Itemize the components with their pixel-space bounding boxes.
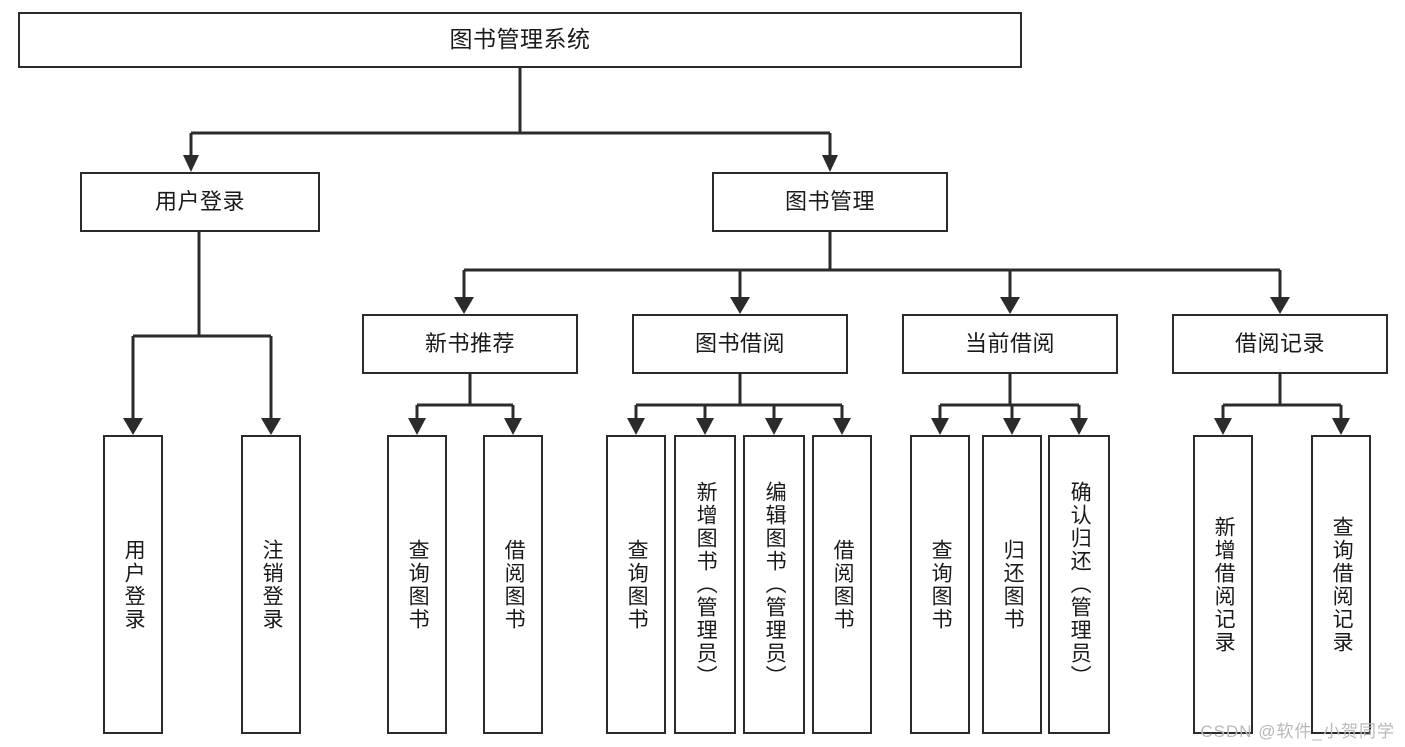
node-root[interactable]: 图书管理系统 xyxy=(18,12,1022,68)
leaf-label: 确认归还（管理员） xyxy=(1068,481,1092,688)
leaf-borrow-book-recommend[interactable]: 借阅图书 xyxy=(483,435,543,734)
leaf-confirm-return-admin[interactable]: 确认归还（管理员） xyxy=(1048,435,1110,734)
leaf-return-book[interactable]: 归还图书 xyxy=(982,435,1042,734)
leaf-label: 查询借阅记录 xyxy=(1330,515,1354,654)
leaf-query-book-borrow[interactable]: 查询图书 xyxy=(606,435,666,734)
leaf-borrow-book[interactable]: 借阅图书 xyxy=(812,435,872,734)
node-book-borrow[interactable]: 图书借阅 xyxy=(632,314,848,374)
leaf-logout[interactable]: 注销登录 xyxy=(241,435,301,734)
leaf-add-borrow-record[interactable]: 新增借阅记录 xyxy=(1193,435,1253,734)
leaf-label: 注销登录 xyxy=(260,538,284,631)
leaf-user-login[interactable]: 用户登录 xyxy=(103,435,163,734)
leaf-query-book-current[interactable]: 查询图书 xyxy=(910,435,970,734)
leaf-label: 查询图书 xyxy=(625,538,649,631)
leaf-label: 新增借阅记录 xyxy=(1212,515,1236,654)
leaf-label: 借阅图书 xyxy=(502,538,526,631)
node-root-label: 图书管理系统 xyxy=(449,26,591,53)
leaf-label: 归还图书 xyxy=(1001,538,1025,631)
leaf-label: 查询图书 xyxy=(929,538,953,631)
leaf-query-borrow-record[interactable]: 查询借阅记录 xyxy=(1311,435,1371,734)
node-current-borrow-label: 当前借阅 xyxy=(964,330,1055,356)
node-user-login[interactable]: 用户登录 xyxy=(80,172,320,232)
leaf-add-book-admin[interactable]: 新增图书（管理员） xyxy=(674,435,736,734)
node-book-management[interactable]: 图书管理 xyxy=(712,172,948,232)
node-borrow-record[interactable]: 借阅记录 xyxy=(1172,314,1388,374)
node-borrow-record-label: 借阅记录 xyxy=(1234,330,1325,356)
leaf-edit-book-admin[interactable]: 编辑图书（管理员） xyxy=(743,435,805,734)
node-current-borrow[interactable]: 当前借阅 xyxy=(902,314,1118,374)
node-new-book-recommend-label: 新书推荐 xyxy=(424,330,515,356)
node-book-borrow-label: 图书借阅 xyxy=(694,330,785,356)
node-new-book-recommend[interactable]: 新书推荐 xyxy=(362,314,578,374)
leaf-query-book-recommend[interactable]: 查询图书 xyxy=(387,435,447,734)
leaf-label: 查询图书 xyxy=(406,538,430,631)
leaf-label: 借阅图书 xyxy=(831,538,855,631)
leaf-label: 编辑图书（管理员） xyxy=(763,481,787,688)
node-book-management-label: 图书管理 xyxy=(784,188,875,214)
node-user-login-label: 用户登录 xyxy=(154,188,245,214)
leaf-label: 新增图书（管理员） xyxy=(694,481,718,688)
leaf-label: 用户登录 xyxy=(122,538,146,631)
csdn-watermark: CSDN @软件_小贺同学 xyxy=(1200,722,1395,741)
